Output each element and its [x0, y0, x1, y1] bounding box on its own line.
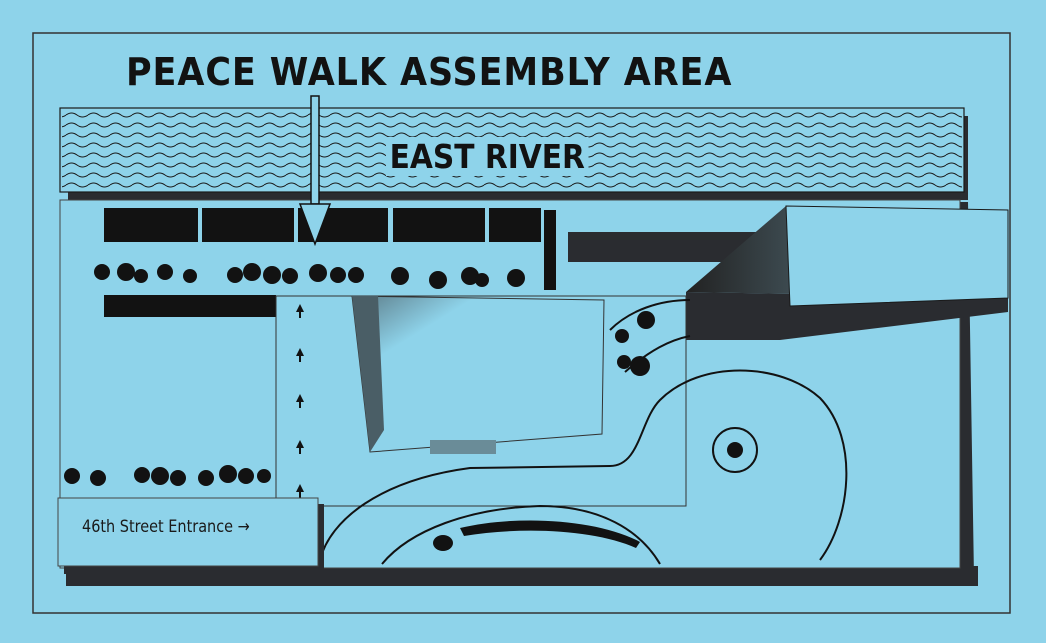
lower-tree	[433, 535, 453, 551]
tree-row-upper	[94, 263, 525, 289]
entrance-box	[57, 497, 324, 574]
fountain	[712, 427, 758, 473]
central-plaza	[275, 295, 687, 507]
bridge-ramp	[686, 205, 1009, 340]
pointer-arrow	[298, 95, 332, 247]
tree-row-curve	[615, 311, 655, 376]
river-label: EAST RIVER	[386, 137, 589, 176]
fountain-center	[727, 442, 743, 458]
lower-drive-band	[460, 520, 640, 548]
map-frame	[32, 32, 1011, 614]
entrance-label: 46th Street Entrance →	[82, 517, 250, 537]
map-title: PEACE WALK ASSEMBLY AREA	[126, 50, 733, 94]
walkway-markers	[296, 304, 304, 498]
tree-row-lower	[64, 465, 271, 486]
